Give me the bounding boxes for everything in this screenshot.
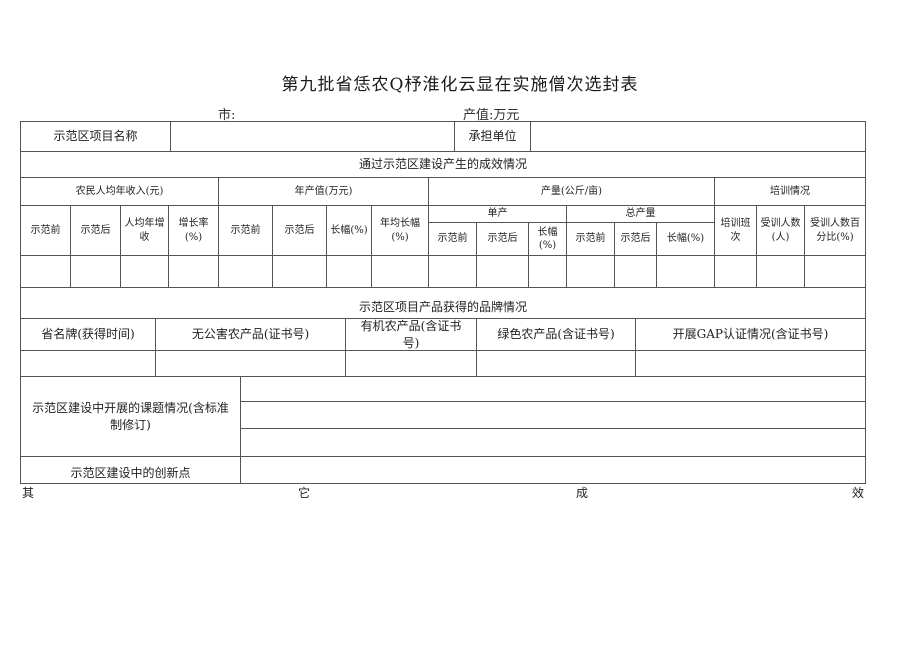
income-col-before: 示范前 [20,205,70,255]
training-col-trainee-percent: 受训人数百分比(%) [804,205,865,255]
training-group-header: 培训情况 [714,177,865,205]
output-value-label: 产值:万元 [463,108,520,123]
output-col-annual-growth: 年均长幅(%) [371,205,428,255]
yield-unit-subheader: 单产 [428,205,566,222]
data-cell [804,255,865,287]
data-cell [168,255,218,287]
footer-char: 其 [22,486,35,500]
topics-line [240,428,865,456]
data-cell [326,255,371,287]
unit-label: 承担单位 [454,121,530,151]
income-col-after: 示范后 [70,205,120,255]
city-label: 市: [218,108,236,123]
data-cell [476,255,528,287]
yield-unit-col-after: 示范后 [476,222,528,255]
income-group-header: 农民人均年收入(元) [20,177,218,205]
brand-data-cell [345,350,476,376]
brand-col-green: 绿色农产品(含证书号) [476,318,635,350]
project-name-label: 示范区项目名称 [20,121,170,151]
yield-total-col-before: 示范前 [566,222,614,255]
unit-value [530,121,865,151]
topics-line [240,401,865,428]
footer-char: 它 [298,486,311,500]
output-col-after: 示范后 [272,205,326,255]
data-cell [218,255,272,287]
data-cell [20,255,70,287]
innovation-label: 示范区建设中的创新点 [20,456,240,483]
data-cell [70,255,120,287]
brand-data-cell [476,350,635,376]
income-col-growth-rate: 增长率(%) [168,205,218,255]
income-col-increase: 人均年增收 [120,205,168,255]
results-section-header: 通过示范区建设产生的成效情况 [20,151,865,177]
brand-data-cell [20,350,155,376]
topics-label: 示范区建设中开展的课题情况(含标准制修订) [20,376,240,456]
form-title: 第九批省恁农Q杼淮化云显在实施僧次选封表 [281,75,639,95]
training-col-trainees: 受训人数(人) [756,205,804,255]
output-col-before: 示范前 [218,205,272,255]
brand-section-header: 示范区项目产品获得的品牌情况 [20,287,865,318]
brand-col-organic: 有机农产品(含证书号) [345,318,476,350]
brand-data-cell [155,350,345,376]
data-cell [566,255,614,287]
training-col-sessions: 培训班次 [714,205,756,255]
yield-unit-col-before: 示范前 [428,222,476,255]
yield-unit-col-growth: 长幅(%) [528,222,566,255]
output-value-group-header: 年产值(万元) [218,177,428,205]
brand-col-provincial: 省名牌(获得时间) [20,318,155,350]
topics-line [240,376,865,401]
yield-group-header: 产量(公斤/亩) [428,177,714,205]
data-cell [528,255,566,287]
data-cell [656,255,714,287]
data-cell [428,255,476,287]
innovation-value [240,456,865,483]
data-cell [756,255,804,287]
yield-total-subheader: 总产量 [566,205,714,222]
data-cell [120,255,168,287]
output-col-growth: 长幅(%) [326,205,371,255]
data-cell [272,255,326,287]
footer-char: 效 [852,486,865,500]
brand-col-pollution-free: 无公害农产品(证书号) [155,318,345,350]
data-cell [371,255,428,287]
yield-total-col-after: 示范后 [614,222,656,255]
data-cell [614,255,656,287]
yield-total-col-growth: 长幅(%) [656,222,714,255]
project-name-value [170,121,454,151]
footer-char: 成 [576,486,589,500]
data-cell [714,255,756,287]
brand-data-cell [635,350,865,376]
brand-col-gap: 开展GAP认证情况(含证书号) [635,318,865,350]
